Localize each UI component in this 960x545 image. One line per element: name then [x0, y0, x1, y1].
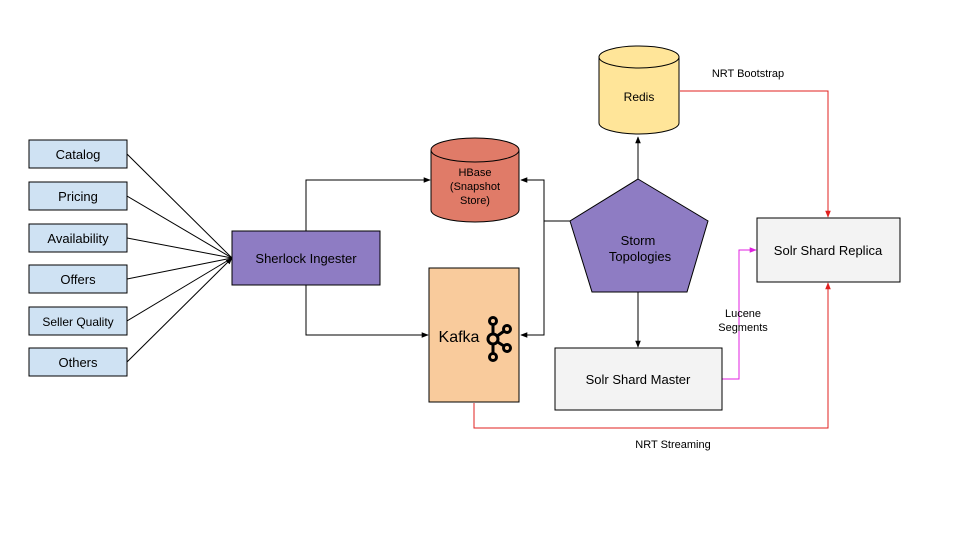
- lucene-segments-label-line-1: Lucene: [725, 308, 761, 320]
- edge-pricing-to-ingester: [126, 195, 233, 259]
- storm-edges: [520, 136, 641, 348]
- source-offers: Offers: [28, 264, 128, 294]
- ingester-label: Sherlock Ingester: [255, 251, 357, 266]
- source-availability: Availability: [28, 223, 128, 253]
- source-others: Others: [28, 347, 128, 377]
- source-edges: [126, 153, 233, 363]
- edge-availability-to-ingester: [126, 237, 233, 259]
- hbase-label-line-3: Store): [460, 195, 490, 207]
- solr-shard-replica-node: Solr Shard Replica: [756, 217, 901, 283]
- source-label: Others: [58, 355, 98, 370]
- storm-label-line-1: Storm: [621, 233, 656, 248]
- edge-ingester-to-hbase: [305, 177, 431, 231]
- nrt-edges: [473, 90, 831, 429]
- source-boxes: Catalog Pricing Availability Offers Sell…: [28, 139, 128, 377]
- source-catalog: Catalog: [28, 139, 128, 169]
- edge-catalog-to-ingester: [126, 153, 233, 259]
- edge-storm-to-kafka: [520, 221, 545, 338]
- storm-label-line-2: Topologies: [609, 249, 672, 264]
- storm-topologies-node: Storm Topologies: [569, 178, 709, 293]
- kafka-label: Kafka: [439, 329, 480, 346]
- nrt-streaming-label: NRT Streaming: [635, 439, 710, 451]
- source-pricing: Pricing: [28, 181, 128, 211]
- edge-redis-to-solr-replica: [680, 90, 831, 218]
- source-label: Pricing: [58, 189, 98, 204]
- solr-master-label: Solr Shard Master: [586, 372, 691, 387]
- kafka-node: Kafka: [428, 267, 520, 403]
- edge-solr-master-to-replica: [722, 247, 757, 380]
- ingester-edges: [305, 177, 431, 338]
- source-label: Offers: [60, 272, 96, 287]
- edge-seller-quality-to-ingester: [126, 257, 233, 322]
- redis-label: Redis: [624, 90, 655, 104]
- solr-shard-master-node: Solr Shard Master: [554, 347, 723, 411]
- edge-offers-to-ingester: [126, 257, 233, 280]
- nrt-bootstrap-label: NRT Bootstrap: [712, 68, 784, 80]
- source-label: Catalog: [56, 147, 101, 162]
- source-label: Availability: [47, 231, 109, 246]
- redis-node: Redis: [598, 45, 680, 135]
- solr-replica-label: Solr Shard Replica: [774, 243, 883, 258]
- hbase-label-line-1: HBase: [458, 167, 491, 179]
- edge-kafka-to-solr-replica: [473, 282, 831, 429]
- source-seller-quality: Seller Quality: [28, 306, 128, 336]
- edge-storm-to-hbase: [520, 177, 545, 221]
- kafka-logo-icon: [486, 316, 512, 362]
- lucene-segments-label-line-2: Segments: [718, 322, 768, 334]
- source-label: Seller Quality: [42, 315, 113, 329]
- edge-others-to-ingester: [126, 257, 233, 363]
- hbase-label-line-2: (Snapshot: [450, 181, 500, 193]
- sherlock-ingester-node: Sherlock Ingester: [231, 230, 381, 286]
- hbase-node: HBase (Snapshot Store): [430, 137, 520, 223]
- edge-ingester-to-kafka: [305, 285, 429, 338]
